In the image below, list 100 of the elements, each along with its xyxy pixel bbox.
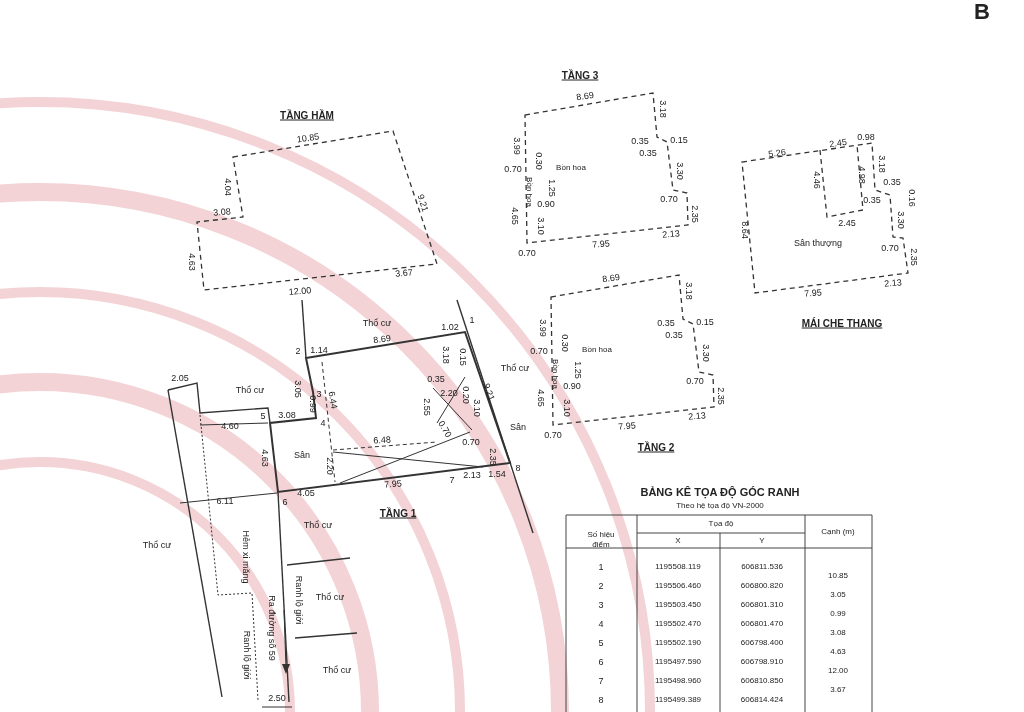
dimension-label: 6.11: [216, 496, 234, 506]
dimension-label: 5.26: [767, 146, 787, 160]
flower-bed-label: Bồn hoa: [550, 359, 560, 389]
dimension-label: 0.15: [458, 348, 468, 366]
point-number: 2: [295, 346, 301, 356]
dimension-label: 3.18: [441, 346, 451, 364]
dimension-label: 8.69: [372, 332, 392, 346]
dimension-label: 7.95: [383, 478, 403, 490]
dimension-label: 3.10: [472, 399, 482, 417]
table-title: BẢNG KÊ TỌA ĐỘ GÓC RANH: [640, 487, 800, 497]
dimension-label: 2.50: [268, 693, 286, 703]
dimension-label: 4.04: [223, 178, 233, 196]
coordinate-value: 1195499.389: [654, 695, 702, 705]
dimension-label: 8.69: [575, 89, 595, 103]
dimension-label: 3.30: [896, 211, 906, 229]
dimension-label: 0.30: [534, 152, 544, 170]
dimension-label: 7.95: [617, 420, 637, 432]
coordinate-value: 1195502.190: [654, 638, 702, 648]
dimension-label: 2.55: [422, 398, 432, 416]
area-label: Thổ cư: [303, 520, 333, 530]
coordinate-value: 1195498.960: [654, 676, 702, 686]
dimension-label: 9.21: [415, 193, 431, 213]
flower-bed-label: Bồn hoa: [524, 177, 534, 207]
edge-length: 0.99: [830, 609, 846, 619]
dimension-label: 3.30: [675, 162, 685, 180]
dimension-label: 2.20: [440, 388, 458, 398]
coordinate-value: 606810.850: [740, 676, 784, 686]
dimension-label: 2.05: [171, 373, 189, 383]
dimension-label: 1.25: [547, 179, 557, 197]
dimension-label: 4.05: [297, 488, 315, 498]
edge-length: 4.63: [830, 647, 846, 657]
edge-length: 3.08: [830, 628, 846, 638]
dimension-label: 2.13: [661, 228, 681, 240]
dimension-label: 0.70: [660, 194, 678, 204]
dimension-label: 2.45: [828, 136, 848, 150]
edge-length: 3.05: [830, 590, 846, 600]
area-label: Ra đường số 59: [267, 595, 277, 661]
dimension-label: 0.70: [881, 243, 899, 253]
dimension-label: 0.15: [696, 317, 714, 327]
point-number: 3: [316, 389, 322, 399]
dimension-label: 3.18: [684, 282, 694, 300]
dimension-label: 0.35: [863, 195, 881, 205]
dimension-label: 0.70: [462, 437, 480, 447]
coordinate-value: 606798.400: [740, 638, 784, 648]
dimension-label: 0.35: [665, 330, 683, 340]
dimension-label: 0.70: [530, 346, 548, 356]
dimension-label: 1.25: [573, 361, 583, 379]
dimension-label: 8.64: [740, 221, 750, 239]
dimension-label: 0.35: [883, 177, 901, 187]
dimension-label: 8.69: [601, 271, 621, 285]
dimension-label: 3.05: [293, 380, 303, 398]
floor-title: TẦNG 1: [379, 507, 417, 519]
dimension-label: 0.30: [560, 334, 570, 352]
edge-length: 10.85: [828, 571, 848, 581]
dimension-label: 4.60: [221, 421, 239, 431]
floor-title: TẦNG 2: [637, 441, 675, 453]
dimension-label: 3.08: [212, 206, 232, 218]
dimension-label: 7.95: [591, 238, 611, 250]
dimension-label: 4.46: [812, 171, 822, 189]
dimension-label: 0.15: [670, 135, 688, 145]
dimension-label: 3.10: [562, 399, 572, 417]
floor-title: TẦNG HẦM: [280, 109, 334, 121]
coordinate-value: 1195506.460: [654, 581, 702, 591]
dimension-label: 0.35: [427, 374, 445, 384]
coordinate-value: 606800.820: [740, 581, 784, 591]
area-label: Thổ cư: [500, 363, 530, 373]
floor-title: MÁI CHE THANG: [801, 317, 883, 329]
point-number: 1: [469, 315, 475, 325]
dimension-label: 3.18: [877, 155, 887, 173]
dimension-label: 1.14: [310, 345, 328, 355]
coordinate-value: 606801.470: [740, 619, 784, 629]
column-header: Tọa độ: [708, 519, 734, 529]
dimension-label: 9.21: [481, 382, 497, 402]
dimension-label: 2.13: [687, 410, 707, 422]
dimension-label: 6.44: [326, 390, 340, 410]
dimension-label: 6.48: [373, 434, 391, 446]
column-header: Số hiệu điểm: [586, 530, 616, 550]
point-number: 7: [598, 676, 604, 686]
dimension-label: 2.45: [838, 218, 856, 228]
area-label: Thổ cư: [142, 540, 172, 550]
area-label: Ranh lộ giới: [242, 630, 252, 680]
point-number: 4: [320, 418, 326, 428]
area-label: Sân: [294, 450, 310, 460]
dimension-label: 10.85: [296, 131, 320, 145]
dimension-label: 0.90: [537, 199, 555, 209]
coordinate-value: 606798.910: [740, 657, 784, 667]
coordinate-value: 606811.536: [741, 562, 783, 572]
point-number: 4: [598, 619, 604, 629]
coordinate-value: 1195502.470: [654, 619, 702, 629]
area-label: Sân: [510, 422, 526, 432]
dimension-label: 3.30: [701, 344, 711, 362]
flower-bed-label: Bồn hoa: [556, 162, 586, 172]
dimension-label: 0.70: [544, 430, 562, 440]
coordinate-value: 606814.424: [740, 695, 784, 705]
point-number: 5: [598, 638, 604, 648]
corner-letter: B: [974, 0, 990, 24]
point-number: 3: [598, 600, 604, 610]
point-number: 2: [598, 581, 604, 591]
dimension-label: 0.35: [657, 318, 675, 328]
dimension-label: 0.70: [518, 248, 536, 258]
